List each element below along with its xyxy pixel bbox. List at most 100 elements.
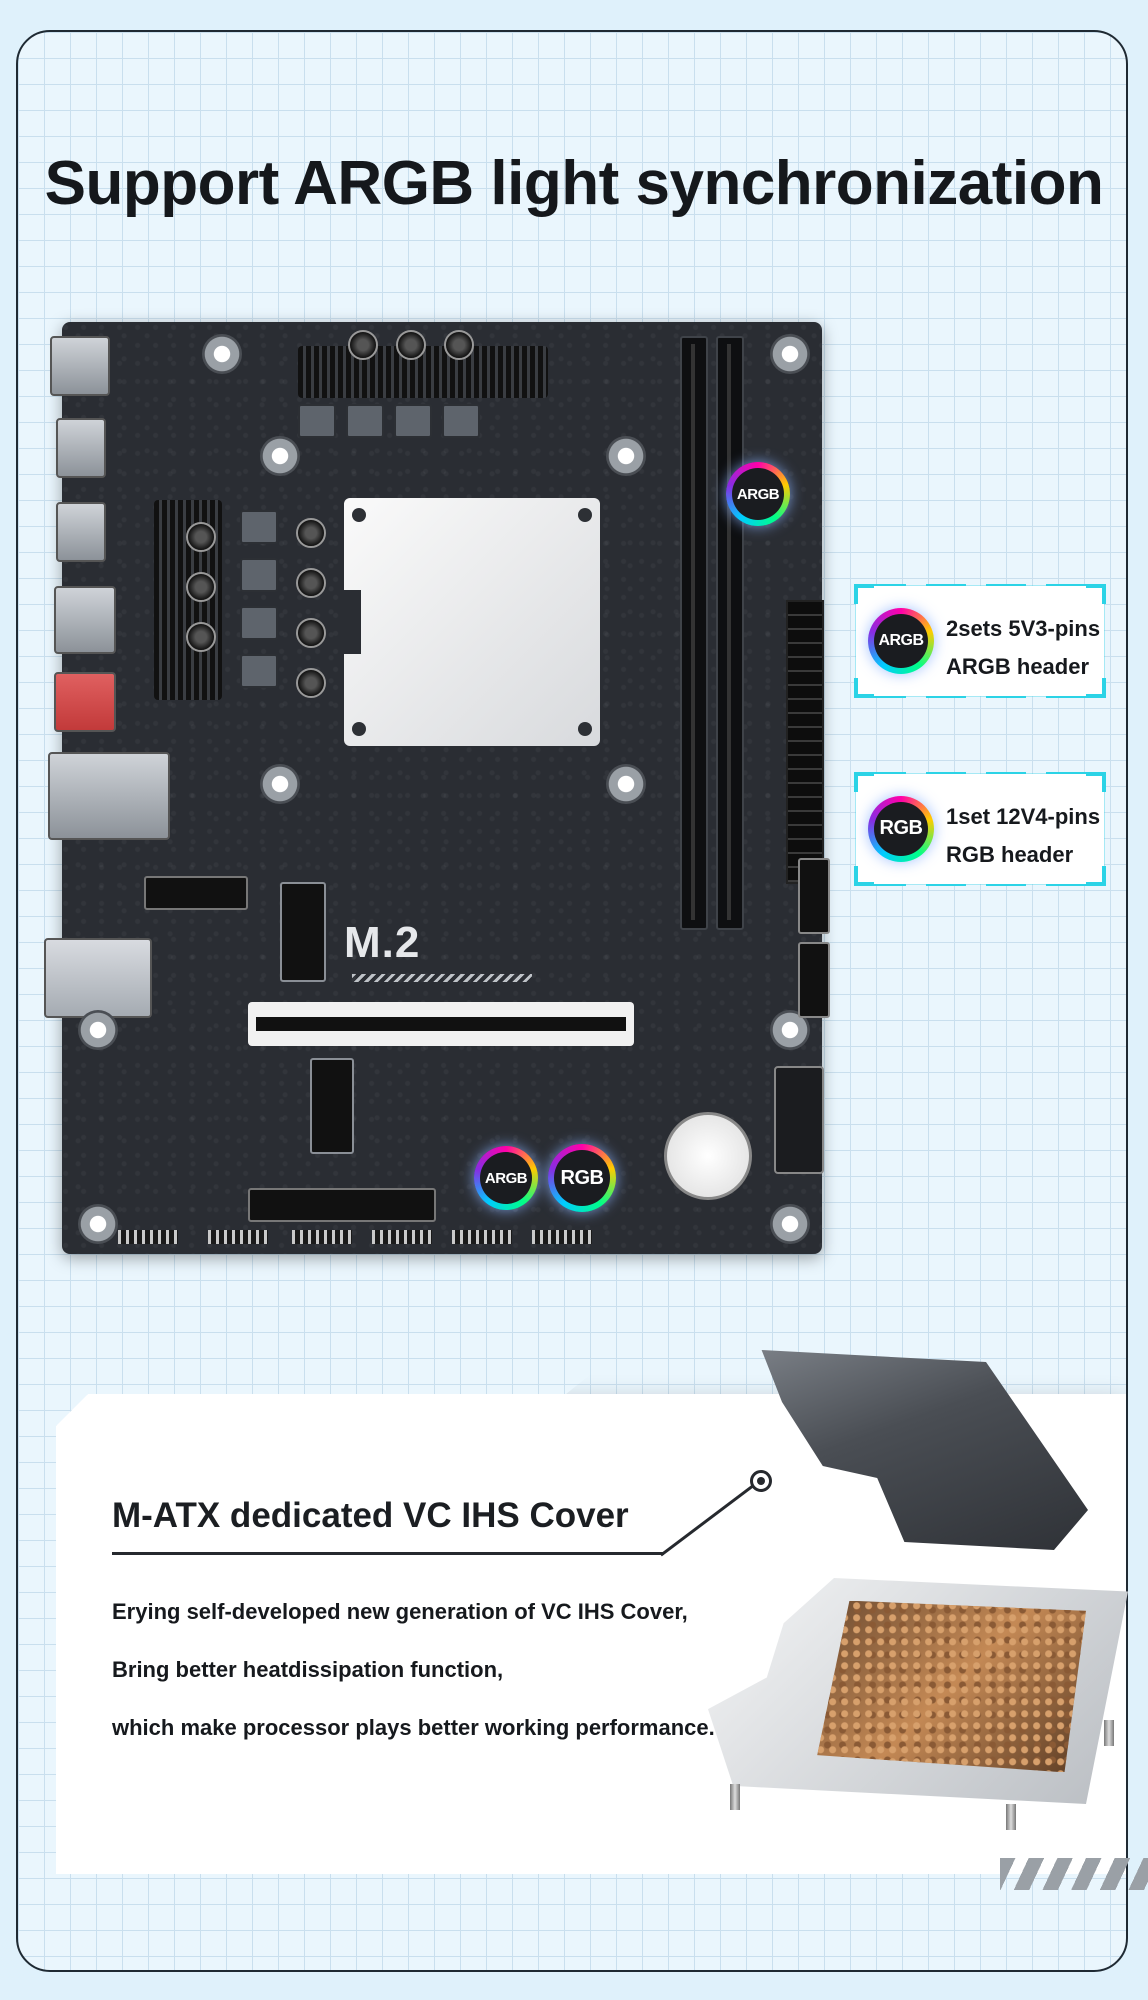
choke [394, 404, 432, 438]
io-lan-port [48, 752, 170, 840]
capacitor [348, 330, 378, 360]
callout-edge [866, 772, 1094, 774]
ihs-description-line: which make processor plays better workin… [112, 1715, 715, 1740]
callout-corner [1086, 772, 1106, 792]
socket-screw [578, 722, 592, 736]
title-underline [112, 1552, 664, 1555]
rgb-callout-line1: 1set 12V4-pins [946, 804, 1101, 829]
argb-glow-icon: ARGB [726, 462, 790, 526]
argb-badge-label: ARGB [479, 1151, 533, 1205]
callout-corner [1086, 866, 1106, 886]
capacitor [186, 572, 216, 602]
choke [346, 404, 384, 438]
motherboard-image: M.2 ARGB ARGB RGB [44, 322, 830, 1254]
choke [240, 654, 278, 688]
ihs-panel-description: Erying self-developed new generation of … [112, 1600, 715, 1774]
callout-corner [854, 678, 874, 698]
mounting-hole [770, 1204, 810, 1244]
argb-header-callout: ARGB 2sets 5V3-pins ARGB header [854, 584, 1106, 698]
front-header-pins [292, 1230, 352, 1244]
socket-screw [578, 508, 592, 522]
callout-edge [866, 584, 1094, 586]
atx-24pin-connector [786, 600, 824, 884]
argb-badge-label: ARGB [731, 467, 785, 521]
callout-edge [866, 696, 1094, 698]
rgb-glow-icon: RGB [548, 1144, 616, 1212]
capacitor [186, 622, 216, 652]
argb-glow-icon: ARGB [868, 608, 934, 674]
pcie-x16-slot [248, 1002, 634, 1046]
m2-logo: M.2 [344, 918, 421, 967]
callout-corner [1086, 678, 1106, 698]
io-dp-port [54, 586, 116, 654]
choke [442, 404, 480, 438]
mounting-hole [260, 764, 300, 804]
callout-corner [854, 866, 874, 886]
mounting-hole [202, 334, 242, 374]
mounting-hole [606, 764, 646, 804]
page-headline: Support ARGB light synchronization [44, 149, 1104, 218]
sata-port [798, 942, 830, 1018]
mounting-hole [606, 436, 646, 476]
choke [240, 558, 278, 592]
capacitor [444, 330, 474, 360]
vapor-chamber-texture [817, 1600, 1086, 1773]
ihs-cover-bottom-image [708, 1578, 1128, 1804]
cmos-battery [664, 1112, 752, 1200]
front-header-pins [452, 1230, 512, 1244]
io-usb-port [50, 336, 110, 396]
m2-logo-stripe [352, 974, 532, 982]
rgb-callout-text: 1set 12V4-pins RGB header [946, 798, 1100, 874]
argb-callout-line2: ARGB header [946, 654, 1090, 679]
io-usb3-port [54, 672, 116, 732]
rgb-header-callout: RGB 1set 12V4-pins RGB header [854, 772, 1106, 886]
front-header-pins [118, 1230, 178, 1244]
argb-callout-badge: ARGB [873, 613, 929, 669]
rgb-callout-badge: RGB [873, 801, 929, 857]
front-header-pins [208, 1230, 268, 1244]
argb-callout-line1: 2sets 5V3-pins [946, 616, 1101, 641]
dimm-slot-a [680, 336, 708, 930]
ihs-description-line: Erying self-developed new generation of … [112, 1599, 688, 1624]
mounting-hole [260, 436, 300, 476]
target-ring-icon [750, 1470, 772, 1492]
cpu-socket-cover [343, 498, 600, 746]
sata-port [798, 858, 830, 934]
capacitor [296, 518, 326, 548]
mounting-hole [78, 1010, 118, 1050]
vrm-heatsink-top [298, 346, 548, 398]
ihs-leg [1006, 1804, 1016, 1830]
capacitor [296, 618, 326, 648]
io-audio-port [44, 938, 152, 1018]
socket-screw [352, 722, 366, 736]
io-hdmi-port [56, 418, 106, 478]
m2-slot-top [280, 882, 326, 982]
callout-edge [866, 884, 1094, 886]
capacitor [396, 330, 426, 360]
argb-callout-text: 2sets 5V3-pins ARGB header [946, 610, 1100, 686]
ihs-panel-title: M-ATX dedicated VC IHS Cover [112, 1496, 629, 1535]
callout-corner [1086, 584, 1106, 604]
rgb-glow-icon: RGB [868, 796, 934, 862]
choke [240, 510, 278, 544]
front-header-pins [532, 1230, 592, 1244]
usb-header [774, 1066, 824, 1174]
ihs-leg [730, 1784, 740, 1810]
rgb-callout-line2: RGB header [946, 842, 1074, 867]
choke [298, 404, 336, 438]
front-header-pins [372, 1230, 432, 1244]
mounting-hole [770, 334, 810, 374]
pcie-x1-slot [144, 876, 248, 910]
callout-corner [854, 772, 874, 792]
mounting-hole [78, 1204, 118, 1244]
argb-glow-icon: ARGB [474, 1146, 538, 1210]
dimm-slot-b [716, 336, 744, 930]
capacitor [296, 568, 326, 598]
io-hdmi-port [56, 502, 106, 562]
decorative-stripes [1000, 1858, 1148, 1890]
ihs-leg [1104, 1720, 1114, 1746]
ihs-description-line: Bring better heatdissipation function, [112, 1657, 504, 1682]
socket-screw [352, 508, 366, 522]
m2-slot-bottom [310, 1058, 354, 1154]
choke [240, 606, 278, 640]
